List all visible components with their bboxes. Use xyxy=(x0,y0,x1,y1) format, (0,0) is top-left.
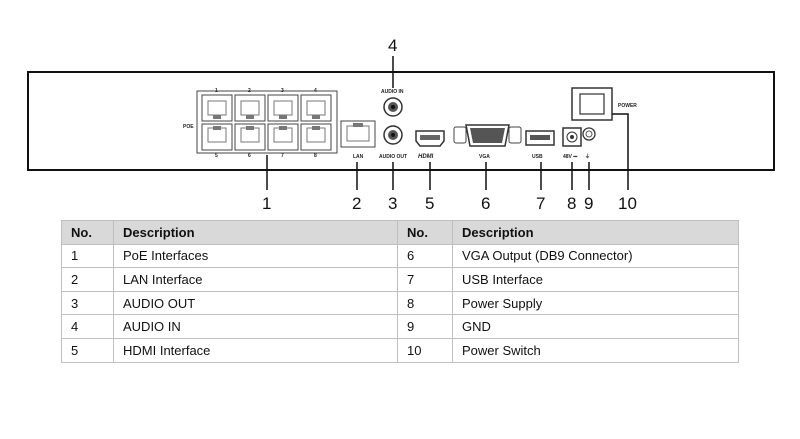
cell-description: PoE Interfaces xyxy=(113,243,398,269)
cell-description: HDMI Interface xyxy=(113,337,398,363)
power-supply-jack xyxy=(562,127,582,147)
lan-port xyxy=(340,120,376,148)
cell-no: 1 xyxy=(61,243,114,269)
callout-number: 3 xyxy=(388,194,397,213)
poe-port-5 xyxy=(201,123,233,151)
header-description: Description xyxy=(113,220,398,245)
table-header-row: No. Description No. Description xyxy=(61,220,739,245)
lan-label: LAN xyxy=(353,154,364,160)
callout-number: 1 xyxy=(262,194,271,213)
usb-label: USB xyxy=(532,154,543,160)
poe-label: POE xyxy=(183,124,194,130)
header-no: No. xyxy=(397,220,453,245)
cell-description: GND xyxy=(452,314,739,339)
header-description: Description xyxy=(452,220,739,245)
power-switch xyxy=(571,87,613,121)
vga-port xyxy=(453,124,522,147)
callout-lines xyxy=(266,56,629,190)
header-no: No. xyxy=(61,220,114,245)
poe-port-number: 8 xyxy=(314,153,317,159)
callout-number: 4 xyxy=(388,36,397,55)
poe-port-8 xyxy=(300,123,332,151)
audio-out-jack xyxy=(383,125,403,145)
power-input-label: 48V ⎓ xyxy=(563,154,577,160)
hdmi-port xyxy=(415,130,445,147)
audio-out-label: AUDIO OUT xyxy=(379,154,407,160)
poe-port-number: 4 xyxy=(314,88,317,94)
cell-description: AUDIO IN xyxy=(113,314,398,339)
poe-port-7 xyxy=(267,123,299,151)
callout-number: 5 xyxy=(425,194,434,213)
cell-no: 4 xyxy=(61,314,114,339)
cell-no: 3 xyxy=(61,290,114,316)
poe-port-number: 1 xyxy=(215,88,218,94)
table-row: 1 PoE Interfaces 6 VGA Output (DB9 Conne… xyxy=(61,243,739,269)
interface-description-table: No. Description No. Description 1 PoE In… xyxy=(61,220,739,363)
callout-number: 9 xyxy=(584,194,593,213)
poe-port-number: 2 xyxy=(248,88,251,94)
cell-description: Power Supply xyxy=(452,290,739,316)
cell-description: LAN Interface xyxy=(113,267,398,292)
cell-no: 6 xyxy=(397,243,453,269)
cell-description: Power Switch xyxy=(452,337,739,363)
usb-port xyxy=(525,130,555,146)
table-row: 4 AUDIO IN 9 GND xyxy=(61,314,739,339)
power-label: POWER xyxy=(618,103,637,109)
callout-number: 6 xyxy=(481,194,490,213)
table-row: 3 AUDIO OUT 8 Power Supply xyxy=(61,290,739,316)
chassis-outline xyxy=(27,71,775,171)
poe-port-number: 6 xyxy=(248,153,251,159)
cell-no: 2 xyxy=(61,267,114,292)
poe-port-6 xyxy=(234,123,266,151)
poe-port-number: 5 xyxy=(215,153,218,159)
poe-port-block: 1 2 3 4 5 6 7 8 xyxy=(196,88,338,159)
vga-label: VGA xyxy=(479,154,490,160)
table-row: 2 LAN Interface 7 USB Interface xyxy=(61,267,739,292)
cell-description: USB Interface xyxy=(452,267,739,292)
cell-description: VGA Output (DB9 Connector) xyxy=(452,243,739,269)
rear-panel-diagram: POE 1 2 3 4 5 6 7 8 LAN AUDIO IN xyxy=(27,36,775,213)
callout-number: 2 xyxy=(352,194,361,213)
gnd-screw xyxy=(582,127,596,141)
cell-no: 7 xyxy=(397,267,453,292)
table-row: 5 HDMI Interface 10 Power Switch xyxy=(61,337,739,363)
poe-port-4 xyxy=(300,94,332,122)
callout-number: 10 xyxy=(618,194,637,213)
cell-no: 5 xyxy=(61,337,114,363)
cell-no: 10 xyxy=(397,337,453,363)
poe-port-2 xyxy=(234,94,266,122)
audio-in-jack xyxy=(383,97,403,117)
gnd-symbol: ⏚ xyxy=(585,153,590,160)
leader-10 xyxy=(612,113,629,190)
audio-in-label: AUDIO IN xyxy=(381,89,404,95)
callout-number: 8 xyxy=(567,194,576,213)
cell-description: AUDIO OUT xyxy=(113,290,398,316)
cell-no: 8 xyxy=(397,290,453,316)
callout-number: 7 xyxy=(536,194,545,213)
poe-port-3 xyxy=(267,94,299,122)
hdmi-logo: HDMI xyxy=(418,154,434,160)
cell-no: 9 xyxy=(397,314,453,339)
poe-port-1 xyxy=(201,94,233,122)
poe-port-number: 3 xyxy=(281,88,284,94)
poe-port-number: 7 xyxy=(281,153,284,159)
